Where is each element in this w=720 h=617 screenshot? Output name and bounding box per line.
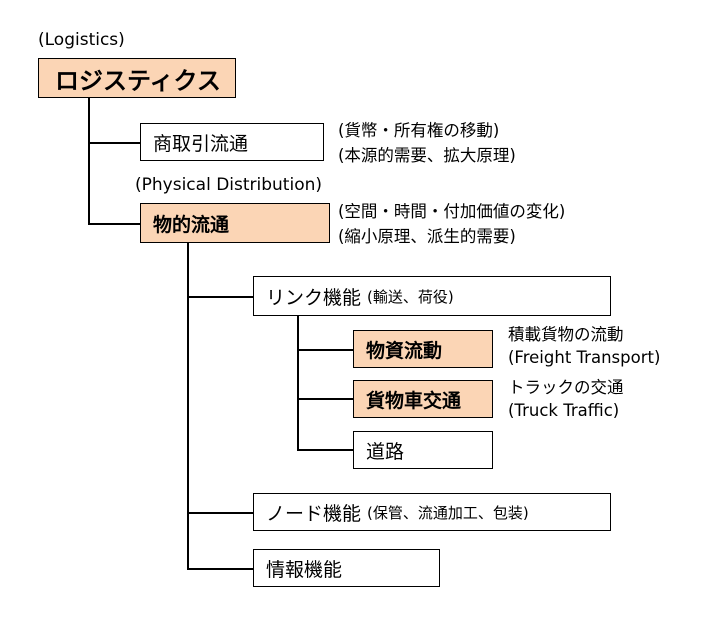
physical-distribution-label: 物的流通 (153, 213, 230, 236)
logistics-caption: (Logistics) (38, 30, 125, 50)
road-label: 道路 (366, 440, 405, 463)
commercial-distribution-label: 商取引流通 (153, 132, 249, 155)
connector-root-trunk (88, 97, 90, 225)
node-function-node: ノード機能 (保管、流通加工、包装) (253, 493, 611, 531)
commercial-distribution-node: 商取引流通 (140, 123, 324, 161)
connector-link-trunk (297, 315, 299, 451)
truck-note-1: トラックの交通 (508, 378, 624, 397)
connector-to-road (297, 449, 353, 451)
freight-transport-node: 物資流動 (353, 330, 493, 368)
connector-to-freight (297, 349, 353, 351)
node-function-label: ノード機能 (266, 502, 362, 525)
link-function-node: リンク機能 (輸送、荷役) (253, 276, 611, 316)
connector-to-commercial (88, 142, 140, 144)
road-node: 道路 (353, 431, 493, 469)
connector-to-node (187, 512, 253, 514)
freight-note-1: 積載貨物の流動 (508, 325, 624, 344)
truck-note-2: (Truck Traffic) (508, 401, 620, 420)
link-function-label: リンク機能 (266, 286, 362, 309)
connector-physical-trunk (187, 242, 189, 569)
information-function-label: 情報機能 (266, 558, 343, 581)
connector-to-link (187, 296, 253, 298)
truck-traffic-label: 貨物車交通 (366, 389, 462, 412)
commercial-note-2: (本源的需要、拡大原理) (338, 146, 516, 165)
freight-note-2: (Freight Transport) (508, 348, 661, 367)
physical-note-2: (縮小原理、派生的需要) (338, 227, 516, 246)
logistics-node: ロジスティクス (38, 58, 236, 98)
physical-note-1: (空間・時間・付加価値の変化) (338, 202, 566, 221)
logistics-label: ロジスティクス (55, 66, 221, 95)
connector-to-physical (88, 223, 140, 225)
node-function-detail: (保管、流通加工、包装) (367, 503, 529, 522)
truck-traffic-node: 貨物車交通 (353, 380, 493, 418)
connector-to-truck (297, 398, 353, 400)
information-function-node: 情報機能 (253, 549, 440, 587)
link-function-detail: (輸送、荷役) (367, 287, 454, 306)
physical-distribution-caption: (Physical Distribution) (135, 175, 322, 195)
commercial-note-1: (貨幣・所有権の移動) (338, 121, 500, 140)
physical-distribution-node: 物的流通 (140, 203, 330, 243)
freight-transport-label: 物資流動 (366, 339, 443, 362)
connector-to-info (187, 568, 253, 570)
